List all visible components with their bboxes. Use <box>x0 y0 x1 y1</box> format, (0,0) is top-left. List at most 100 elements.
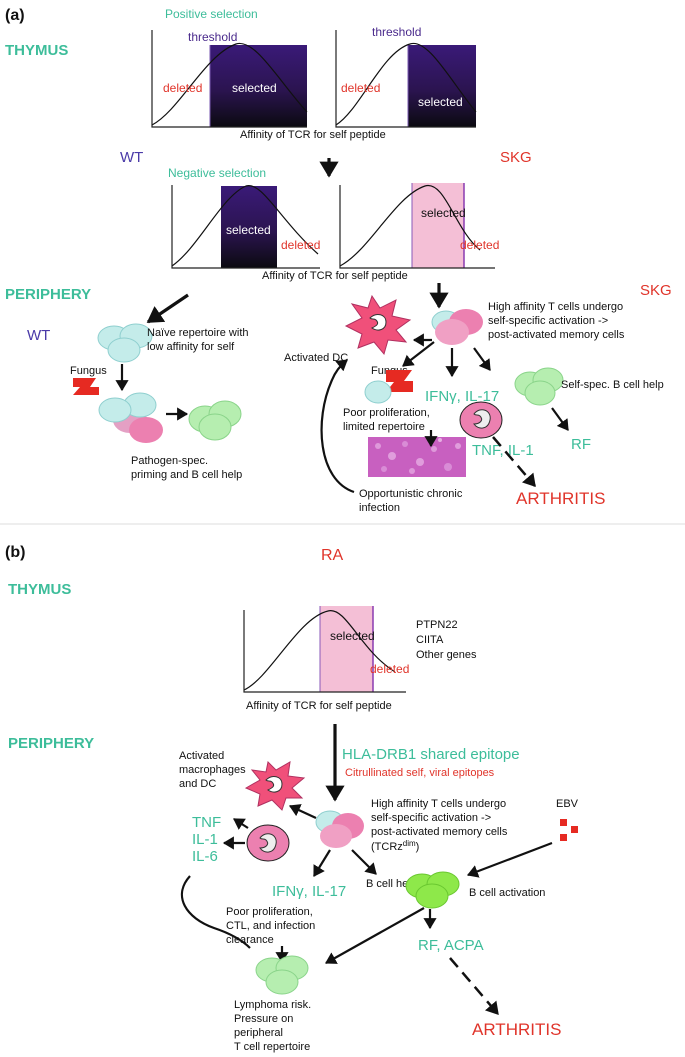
arrow-up-left <box>233 818 249 830</box>
ifng-il17-label: IFNγ, IL-17 <box>425 388 499 405</box>
high-affinity-label: High affinity T cells undergo <box>488 301 623 313</box>
tnf-il1-label: TNF, IL-1 <box>472 442 534 459</box>
selected-label: selected <box>226 223 271 237</box>
periphery-label-b: PERIPHERY <box>8 735 94 752</box>
selected-region <box>210 45 307 127</box>
arrow-to-lymphoma <box>325 907 425 964</box>
feedback-arrow <box>320 359 355 494</box>
il1-label: IL-1 <box>192 831 218 848</box>
ra-label: RA <box>321 547 344 564</box>
tnf-label: TNF <box>192 814 221 831</box>
panel-a-label: (a) <box>5 7 25 24</box>
pathogen-label: Pathogen-spec. <box>131 455 208 467</box>
selected-region <box>221 186 277 268</box>
dashed-arrow <box>449 957 499 1015</box>
plot-wt-positive: threshold deleted selected <box>151 30 308 128</box>
arrow-down-right <box>473 347 491 371</box>
positive-selection-label: Positive selection <box>165 7 258 21</box>
naive-label: Naïve repertoire with <box>147 327 249 339</box>
ifng-il17-label: IFNγ, IL-17 <box>272 883 346 900</box>
wt-label-top: WT <box>120 149 143 166</box>
activated-macrophages-label: macrophages <box>179 764 246 776</box>
negative-selection-label: Negative selection <box>168 166 266 180</box>
deleted-label: deleted <box>281 238 320 252</box>
high-affinity-label: High affinity T cells undergo <box>371 798 506 810</box>
self-spec-b-label: Self-spec. B cell help <box>561 379 664 391</box>
gene-label: PTPN22 <box>416 619 458 631</box>
fungus-icon <box>73 378 99 395</box>
arthritis-label-b: ARTHRITIS <box>472 1020 561 1039</box>
primed-t-cells <box>98 392 163 443</box>
arrow-to-b-cell <box>466 841 553 878</box>
plot-skg-negative: selected deleted <box>339 183 499 269</box>
gene-label: CIITA <box>416 634 444 646</box>
opportunistic-label: Opportunistic chronic <box>359 488 463 500</box>
high-affinity-label: post-activated memory cells <box>488 329 625 341</box>
pathogen-label: priming and B cell help <box>131 469 242 481</box>
lymphoma-label: Lymphoma risk. <box>234 999 311 1011</box>
connector-curve <box>180 875 251 949</box>
arrow-to-naive <box>146 293 189 324</box>
thymus-label-a: THYMUS <box>5 42 68 59</box>
deleted-label: deleted <box>163 81 202 95</box>
threshold-label: threshold <box>372 25 421 39</box>
naive-t-cells <box>97 323 153 363</box>
gene-label: Other genes <box>416 649 477 661</box>
high-affinity-label: post-activated memory cells <box>371 826 508 838</box>
panel-b-label: (b) <box>5 544 25 561</box>
activated-macrophages-label: and DC <box>179 778 216 790</box>
lymphoma-label: T cell repertoire <box>234 1041 310 1053</box>
macrophage-icon <box>459 401 503 439</box>
plot-ra: selected deleted <box>243 606 409 693</box>
arthritis-label: ARTHRITIS <box>516 489 605 508</box>
plot-skg-positive: threshold deleted selected <box>335 25 477 128</box>
naive-label: low affinity for self <box>147 341 235 353</box>
lymphoma-label: peripheral <box>234 1027 283 1039</box>
selected-label: selected <box>418 95 463 109</box>
rf-acpa-label: RF, ACPA <box>418 937 484 954</box>
threshold-label: threshold <box>188 30 237 44</box>
b-cells-green <box>188 400 242 441</box>
poor-proliferation-label: Poor proliferation, <box>343 407 430 419</box>
thymus-label-b: THYMUS <box>8 581 71 598</box>
poor-proliferation-label: clearance <box>226 934 274 946</box>
deleted-label: deleted <box>341 81 380 95</box>
selected-label: selected <box>330 629 375 643</box>
periphery-label-a: PERIPHERY <box>5 286 91 303</box>
histology-texture <box>375 438 461 474</box>
affinity-axis-label: Affinity of TCR for self peptide <box>240 129 386 141</box>
fungus-icon <box>386 370 413 392</box>
selected-label: selected <box>421 206 466 220</box>
selected-region <box>408 45 476 127</box>
dashed-arrow <box>492 436 536 487</box>
arrow-down-left <box>402 341 435 367</box>
b-cell-help-label: B cell help <box>366 878 417 890</box>
selected-region <box>320 606 373 692</box>
poor-proliferation-label: CTL, and infection <box>226 920 315 932</box>
il6-label: IL-6 <box>192 848 218 865</box>
macrophage-icon-b <box>246 824 290 862</box>
ebv-virus-icon <box>560 819 578 841</box>
arrow-down-right <box>551 407 569 431</box>
activated-dc-label: Activated DC <box>284 352 348 364</box>
hla-label: HLA-DRB1 shared epitope <box>342 746 520 763</box>
deleted-label: deleted <box>460 238 499 252</box>
t-cell-icon <box>364 380 392 404</box>
wt-periphery-label: WT <box>27 327 50 344</box>
plot-wt-negative: selected deleted <box>171 185 320 269</box>
b-cell-activation-label: B cell activation <box>469 887 545 899</box>
high-affinity-t-cells-b <box>315 810 364 848</box>
opportunistic-label: infection <box>359 502 400 514</box>
arrow-down-right <box>351 849 377 875</box>
poor-proliferation-label: Poor proliferation, <box>226 906 313 918</box>
affinity-axis-label: Affinity of TCR for self peptide <box>246 700 392 712</box>
affinity-axis-label: Affinity of TCR for self peptide <box>262 270 408 282</box>
lymphoma-b-cells <box>255 955 309 995</box>
activated-macrophages-label: Activated <box>179 750 224 762</box>
rf-label: RF <box>571 436 591 453</box>
skg-label-top: SKG <box>500 149 532 166</box>
lymphoma-label: Pressure on <box>234 1013 293 1025</box>
skg-periphery-label: SKG <box>640 282 672 299</box>
tcr-zeta-label: (TCRzdim) <box>371 839 419 853</box>
